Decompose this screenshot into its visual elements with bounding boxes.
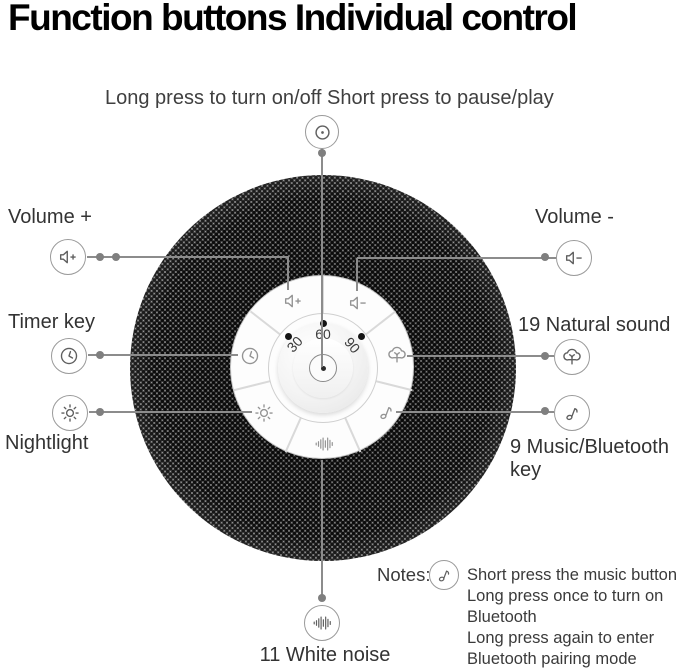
- connector-line-music: [396, 411, 554, 413]
- connector-dot: [96, 351, 104, 359]
- connector-dot: [96, 253, 104, 261]
- label-nightlight: Nightlight: [5, 432, 89, 454]
- timer-dot-90: [358, 333, 365, 340]
- panel-divider: [249, 310, 282, 336]
- connector-line-white-noise: [321, 460, 323, 598]
- label-volume-minus: Volume -: [535, 206, 614, 228]
- panel-divider: [344, 416, 362, 453]
- control-panel: 30 60 90: [230, 275, 414, 459]
- notes-prefix: Notes:: [377, 564, 431, 585]
- notes-line: Long press again to enter: [467, 629, 655, 647]
- notes-line: Short press the music button: [467, 566, 678, 584]
- panel-music-icon: [375, 401, 397, 423]
- connector-dot: [541, 352, 549, 360]
- panel-divider: [375, 380, 413, 392]
- music-icon: [554, 395, 590, 431]
- connector-line-timer: [88, 354, 238, 356]
- notes-line: Long press once to turn on: [467, 587, 664, 605]
- timer-dot-60: [320, 320, 327, 327]
- connector-line-power: [321, 148, 323, 367]
- panel-white-noise-icon: [313, 433, 335, 455]
- connector-line-volume-plus: [87, 256, 289, 258]
- play-button-dot: [320, 365, 326, 371]
- timer-dot-30: [285, 333, 292, 340]
- connector-dot: [318, 594, 326, 602]
- page-title: Function buttons Individual control: [8, 0, 578, 38]
- panel-divider: [322, 276, 324, 314]
- label-white-noise: 11 White noise: [259, 644, 391, 666]
- natural-sound-icon: [554, 339, 590, 375]
- connector-dot: [318, 149, 326, 157]
- label-volume-plus: Volume +: [8, 206, 92, 228]
- connector-line-natural-sound: [407, 355, 554, 357]
- timer-label-60: 60: [311, 327, 335, 342]
- connector-dot: [96, 408, 104, 416]
- power-icon: [305, 115, 339, 149]
- notes-line: Bluetooth pairing mode: [467, 650, 637, 668]
- connector-dot: [112, 253, 120, 261]
- notes-line: Bluetooth: [467, 608, 537, 626]
- panel-divider: [284, 416, 302, 453]
- connector-line-volume-plus-bend: [287, 257, 289, 290]
- volume-minus-icon: [556, 240, 592, 276]
- white-noise-icon: [304, 605, 340, 641]
- label-music: 9 Music/Bluetooth key: [510, 436, 669, 481]
- panel-natural-sound-icon: [386, 344, 408, 366]
- panel-volume-minus-icon: [347, 292, 369, 314]
- panel-divider: [364, 310, 397, 336]
- nightlight-icon: [52, 395, 88, 431]
- label-timer: Timer key: [8, 311, 96, 333]
- volume-plus-icon: [50, 239, 86, 275]
- connector-line-volume-minus-bend: [356, 258, 358, 291]
- label-natural-sound: 19 Natural sound: [518, 314, 671, 336]
- connector-dot: [541, 253, 549, 261]
- notes-music-icon: [429, 560, 459, 590]
- power-instruction: Long press to turn on/off Short press to…: [105, 87, 554, 109]
- connector-dot: [541, 407, 549, 415]
- panel-volume-plus-icon: [282, 290, 304, 312]
- connector-line-volume-minus: [357, 257, 556, 259]
- notes-text: Short press the music button Long press …: [467, 565, 677, 670]
- panel-nightlight-icon: [253, 402, 275, 424]
- timer-icon: [51, 338, 87, 374]
- panel-divider: [233, 380, 271, 392]
- connector-line-nightlight: [89, 411, 252, 413]
- panel-timer-icon: [239, 345, 261, 367]
